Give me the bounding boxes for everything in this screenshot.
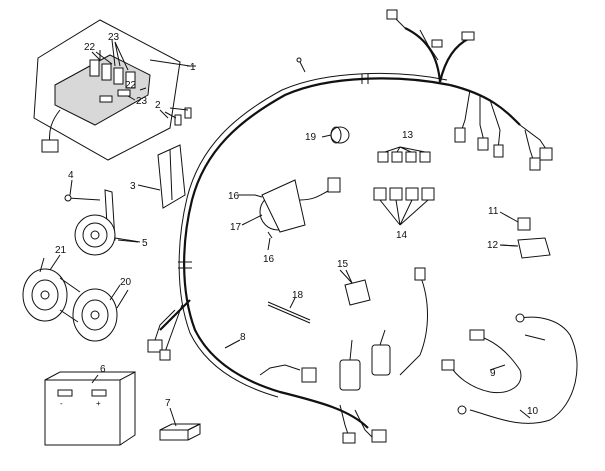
callout-16-bottom: 16 bbox=[263, 254, 275, 265]
horn-bracket-and-horn bbox=[64, 189, 141, 256]
callout-3: 3 bbox=[130, 181, 136, 192]
callout-23-bottom: 23 bbox=[136, 96, 148, 107]
callout-20: 20 bbox=[120, 277, 132, 288]
callout-15: 15 bbox=[337, 259, 349, 270]
callout-9: 9 bbox=[490, 368, 496, 379]
callout-10: 10 bbox=[527, 406, 539, 417]
callout-22-top: 22 bbox=[84, 42, 96, 53]
callout-14: 14 bbox=[396, 230, 408, 241]
callout-7: 7 bbox=[165, 398, 171, 409]
callout-8: 8 bbox=[240, 332, 246, 343]
leader-lines bbox=[49, 41, 531, 427]
callout-2: 2 bbox=[155, 100, 161, 111]
main-wiring-harness bbox=[147, 9, 553, 444]
in-line-fuse bbox=[159, 423, 201, 441]
callout-11: 11 bbox=[488, 206, 499, 217]
callout-5: 5 bbox=[142, 238, 148, 249]
callout-12: 12 bbox=[487, 240, 499, 251]
battery-cables bbox=[441, 313, 578, 424]
starter-relay bbox=[339, 269, 371, 306]
callout-23-top: 23 bbox=[108, 32, 120, 43]
callout-13: 13 bbox=[402, 130, 414, 141]
fuse-box-assembly bbox=[33, 19, 191, 161]
rubber-cap bbox=[330, 126, 350, 144]
callout-labels: 1 2 3 4 5 6 7 8 9 10 11 12 13 14 15 16 1… bbox=[55, 32, 539, 417]
callout-18: 18 bbox=[292, 290, 304, 301]
svg-text:-: - bbox=[60, 399, 63, 408]
cable-tie bbox=[267, 301, 311, 324]
voltage-regulator bbox=[254, 177, 341, 239]
flasher-relay bbox=[499, 217, 551, 259]
callout-21: 21 bbox=[55, 245, 67, 256]
battery: - + bbox=[44, 371, 136, 446]
svg-text:+: + bbox=[96, 399, 101, 408]
callout-19: 19 bbox=[305, 132, 317, 143]
callout-6: 6 bbox=[100, 364, 106, 375]
relay-set bbox=[373, 146, 435, 226]
relay-bracket bbox=[157, 107, 192, 209]
callout-4: 4 bbox=[68, 170, 74, 181]
dual-horns bbox=[22, 257, 129, 342]
callout-22-bottom: 22 bbox=[125, 80, 137, 91]
callout-17: 17 bbox=[230, 222, 242, 233]
callout-1: 1 bbox=[190, 62, 196, 73]
callout-16-top: 16 bbox=[228, 191, 240, 202]
